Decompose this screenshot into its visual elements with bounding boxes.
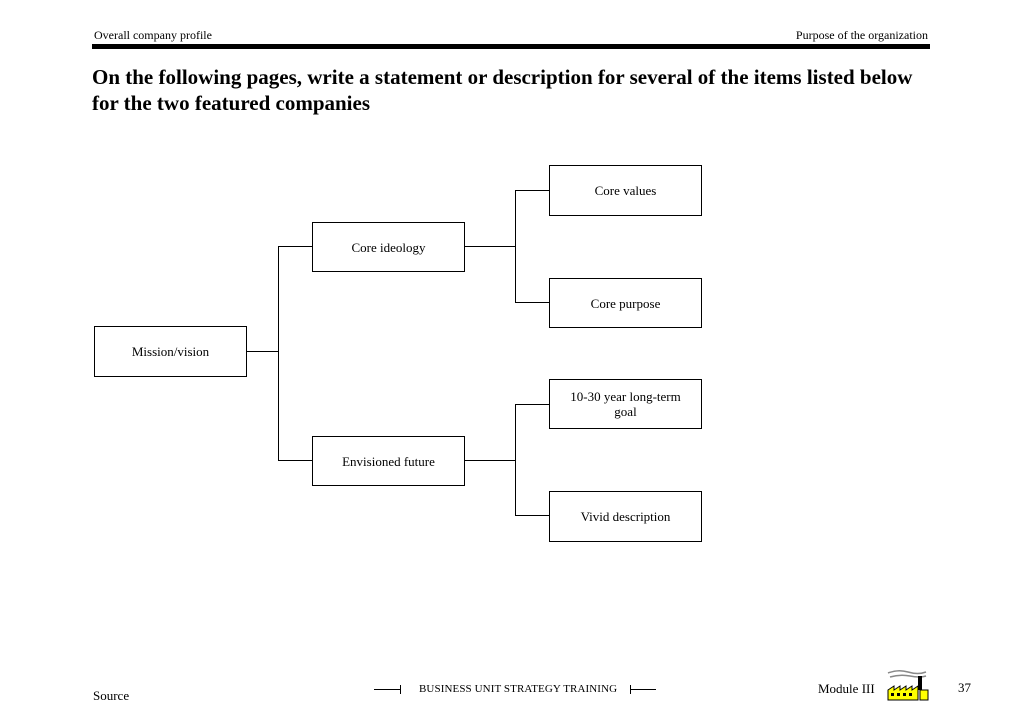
node-core-purpose: Core purpose bbox=[549, 278, 702, 328]
footer-module-label: Module III bbox=[818, 681, 875, 696]
footer-page-number: 37 bbox=[958, 680, 971, 695]
footer-center: BUSINESS UNIT STRATEGY TRAINING bbox=[374, 683, 656, 697]
footer-source: Source bbox=[93, 688, 130, 703]
footer-rule-right bbox=[630, 689, 656, 690]
node-core-ideology: Core ideology bbox=[312, 222, 465, 272]
node-long-term-goal: 10-30 year long-term goal bbox=[549, 379, 702, 429]
header-right-label: Purpose of the organization bbox=[795, 28, 928, 42]
footer-rule-left bbox=[374, 689, 400, 690]
node-vivid-description: Vivid description bbox=[549, 491, 702, 542]
page-title: On the following pages, write a statemen… bbox=[92, 65, 913, 115]
footer-tick-left bbox=[400, 685, 401, 694]
header-left-label: Overall company profile bbox=[94, 28, 212, 42]
footer-center-label: BUSINESS UNIT STRATEGY TRAINING bbox=[419, 683, 618, 695]
header-rule bbox=[92, 44, 930, 49]
node-core-values: Core values bbox=[549, 165, 702, 216]
node-mission-vision: Mission/vision bbox=[94, 326, 247, 377]
node-envisioned-future: Envisioned future bbox=[312, 436, 465, 486]
factory-icon bbox=[887, 669, 929, 701]
